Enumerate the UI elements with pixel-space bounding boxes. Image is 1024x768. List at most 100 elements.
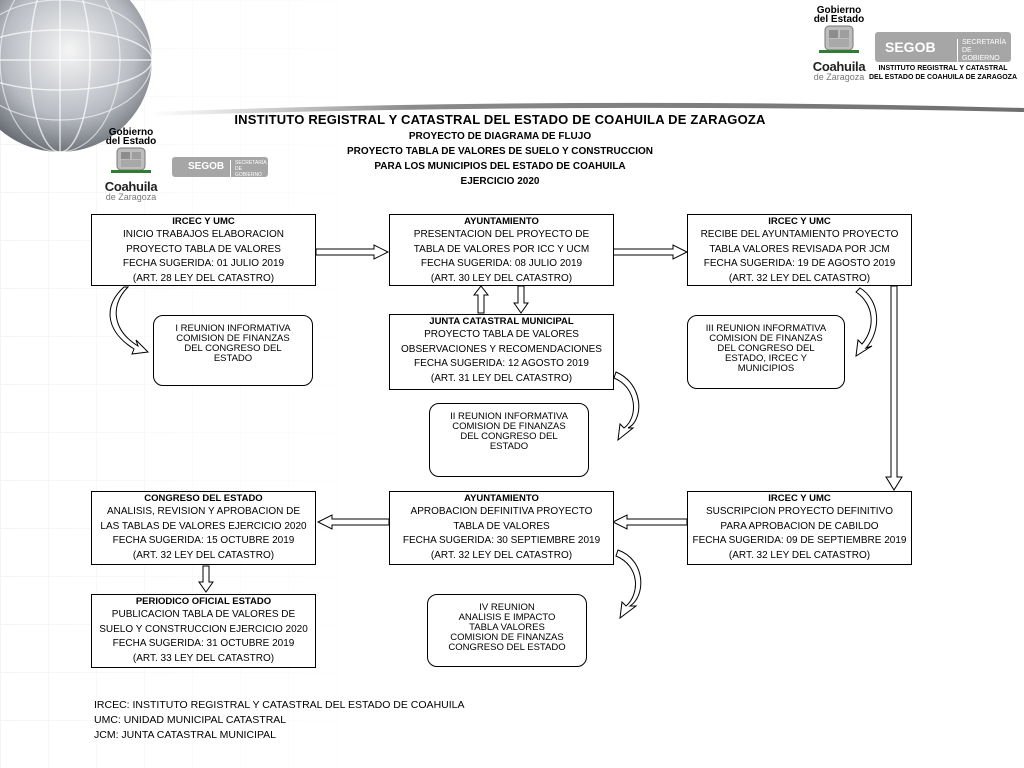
note-reunion-4: IV REUNION ANALISIS E IMPACTO TABLA VALO… [427,594,587,667]
box-line: INICIO TRABAJOS ELABORACION [123,229,284,240]
legend-item: UMC: UNIDAD MUNICIPAL CATASTRAL [94,714,287,726]
arrow-left-1 [611,514,688,530]
box-line: TABLA DE VALORES POR ICC Y UCM [413,243,590,255]
note-line: ESTADO [213,353,253,364]
gobierno-text: Gobierno [108,127,154,138]
box-line: FECHA SUGERIDA: 19 DE AGOSTO 2019 [703,258,896,269]
box-line: (ART. 30 LEY DEL CATASTRO) [430,272,573,284]
box-head: CONGRESO DEL ESTADO [144,493,263,504]
arrow-right-1 [315,244,390,260]
box-line: FECHA SUGERIDA: 08 JULIO 2019 [420,258,583,269]
arrow-right-2 [612,244,689,260]
zaragoza-text: de Zaragoza [105,192,157,202]
note-line: I REUNION INFORMATIVA [175,323,291,334]
curved-arrow-2 [613,371,640,442]
note-line: MUNICIPIOS [737,363,795,374]
gobierno-text: Gobierno [816,5,862,16]
box-head: AYUNTAMIENTO [464,493,539,504]
globe-decoration [0,0,153,153]
curved-arrow-3 [855,287,878,357]
box-line: TABLA DE VALORES [453,520,550,532]
note-reunion-2: II REUNION INFORMATIVA COMISION DE FINAN… [429,403,589,477]
institute-caption: INSTITUTO REGISTRAL Y CATASTRAL DEL ESTA… [868,65,1018,81]
coat-of-arms-icon [111,147,151,173]
box-head: JUNTA CATASTRAL MUNICIPAL [429,316,574,327]
coahuila-text: Coahuila [104,179,158,194]
note-line: TABLA VALORES [469,622,545,633]
gobierno-logo-top: Gobierno del Estado Coahuila de Zaragoza [806,5,872,83]
note-line: DEL CONGRESO DEL [184,343,282,354]
note-line: COMISION DE FINANZAS [452,421,566,432]
box-line: (ART. 32 LEY DEL CATASTRO) [132,549,275,561]
subtitle-line: PARA LOS MUNICIPIOS DEL ESTADO DE COAHUI… [374,161,626,172]
box-line: FECHA SUGERIDA: 15 OCTUBRE 2019 [112,535,295,546]
box-line: (ART. 32 LEY DEL CATASTRO) [728,272,871,284]
note-reunion-1: I REUNION INFORMATIVA COMISION DE FINANZ… [153,315,313,386]
box-head: IRCEC Y UMC [172,216,235,227]
coat-of-arms-icon [819,25,859,53]
legend-item: JCM: JUNTA CATASTRAL MUNICIPAL [94,729,277,741]
box-line: OBSERVACIONES Y RECOMENDACIONES [401,343,602,355]
note-line: DEL CONGRESO DEL [717,343,815,354]
box-line: FECHA SUGERIDA: 09 DE SEPTIEMBRE 2019 [692,535,907,546]
note-line: COMISION DE FINANZAS [709,333,823,344]
note-line: II REUNION INFORMATIVA [450,411,568,422]
box-line: (ART. 32 LEY DEL CATASTRO) [430,549,573,561]
box-head: PERIODICO OFICIAL ESTADO [135,596,272,607]
curved-arrow-4 [615,549,642,620]
segob-text: SEGOB [885,39,936,55]
estado-text: del Estado [813,14,865,25]
box-head: IRCEC Y UMC [768,216,831,227]
box-line: SUSCRIPCION PROYECTO DEFINITIVO [705,506,894,517]
arrow-down-jcm [513,285,529,314]
estado-text: del Estado [105,136,157,147]
box-ircec-suscripcion: IRCEC Y UMC SUSCRIPCION PROYECTO DEFINIT… [687,491,912,565]
legend-item: IRCEC: INSTITUTO REGISTRAL Y CATASTRAL D… [94,699,465,711]
box-line: FECHA SUGERIDA: 01 JULIO 2019 [122,258,285,269]
page-header: INSTITUTO REGISTRAL Y CATASTRAL DEL ESTA… [180,112,820,189]
arrow-down-periodico [198,565,214,593]
subtitle-line: PROYECTO DE DIAGRAMA DE FLUJO [408,131,592,142]
box-line: PRESENTACION DEL PROYECTO DE [413,229,590,240]
note-line: III REUNION INFORMATIVA [705,323,827,334]
note-line: ESTADO [489,441,529,452]
box-line: PARA APROBACION DE CABILDO [720,520,879,532]
box-line: (ART. 31 LEY DEL CATASTRO) [430,372,573,384]
box-line: RECIBE DEL AYUNTAMIENTO PROYECTO [700,229,899,240]
box-ircec-recibe: IRCEC Y UMC RECIBE DEL AYUNTAMIENTO PROY… [687,214,912,286]
arrow-up-jcm [472,285,490,314]
segob-text: SEGOB [188,161,225,172]
secretaria-text: SECRETARÍA DE GOBIERNO [957,39,1011,63]
note-line: ANALISIS E IMPACTO [458,612,556,623]
box-line: FECHA SUGERIDA: 12 AGOSTO 2019 [414,358,589,369]
segob-logo-left: SEGOB SECRETARÍA DE GOBIERNO [172,157,268,178]
box-line: PROYECTO TABLA DE VALORES [424,329,579,340]
box-line: FECHA SUGERIDA: 30 SEPTIEMBRE 2019 [402,535,601,546]
arrow-down-long [885,285,903,491]
subtitle-line: PROYECTO TABLA DE VALORES DE SUELO Y CON… [347,146,653,157]
box-congreso: CONGRESO DEL ESTADO ANALISIS, REVISION Y… [91,491,316,565]
note-line: DEL CONGRESO DEL [460,431,558,442]
box-line: SUELO Y CONSTRUCCION EJERCICIO 2020 [99,623,308,635]
box-line: (ART. 32 LEY DEL CATASTRO) [728,549,871,561]
page-title: INSTITUTO REGISTRAL Y CATASTRAL DEL ESTA… [234,112,766,127]
box-line: FECHA SUGERIDA: 31 OCTUBRE 2019 [112,638,295,649]
box-line: APROBACION DEFINITIVA PROYECTO [410,506,593,517]
box-ircec-inicio: IRCEC Y UMC INICIO TRABAJOS ELABORACION … [91,214,316,286]
box-line: PROYECTO TABLA DE VALORES [126,243,281,255]
box-line: (ART. 28 LEY DEL CATASTRO) [132,272,275,284]
note-line: CONGRESO DEL ESTADO [448,642,566,653]
box-line: (ART. 33 LEY DEL CATASTRO) [132,652,275,664]
box-line: LAS TABLAS DE VALORES EJERCICIO 2020 [100,520,307,532]
note-line: COMISION DE FINANZAS [450,632,564,643]
gobierno-logo-left: Gobierno del Estado Coahuila de Zaragoza [96,127,166,203]
box-ayuntamiento-aprobacion: AYUNTAMIENTO APROBACION DEFINITIVA PROYE… [389,491,614,565]
coahuila-text: Coahuila [812,59,866,74]
subtitle-line: EJERCICIO 2020 [460,176,540,187]
curved-arrow-1 [109,286,150,355]
note-reunion-3: III REUNION INFORMATIVA COMISION DE FINA… [687,315,845,389]
box-line: PUBLICACION TABLA DE VALORES DE [111,609,296,620]
box-junta-catastral: JUNTA CATASTRAL MUNICIPAL PROYECTO TABLA… [389,314,614,390]
arrow-left-2 [316,514,390,530]
